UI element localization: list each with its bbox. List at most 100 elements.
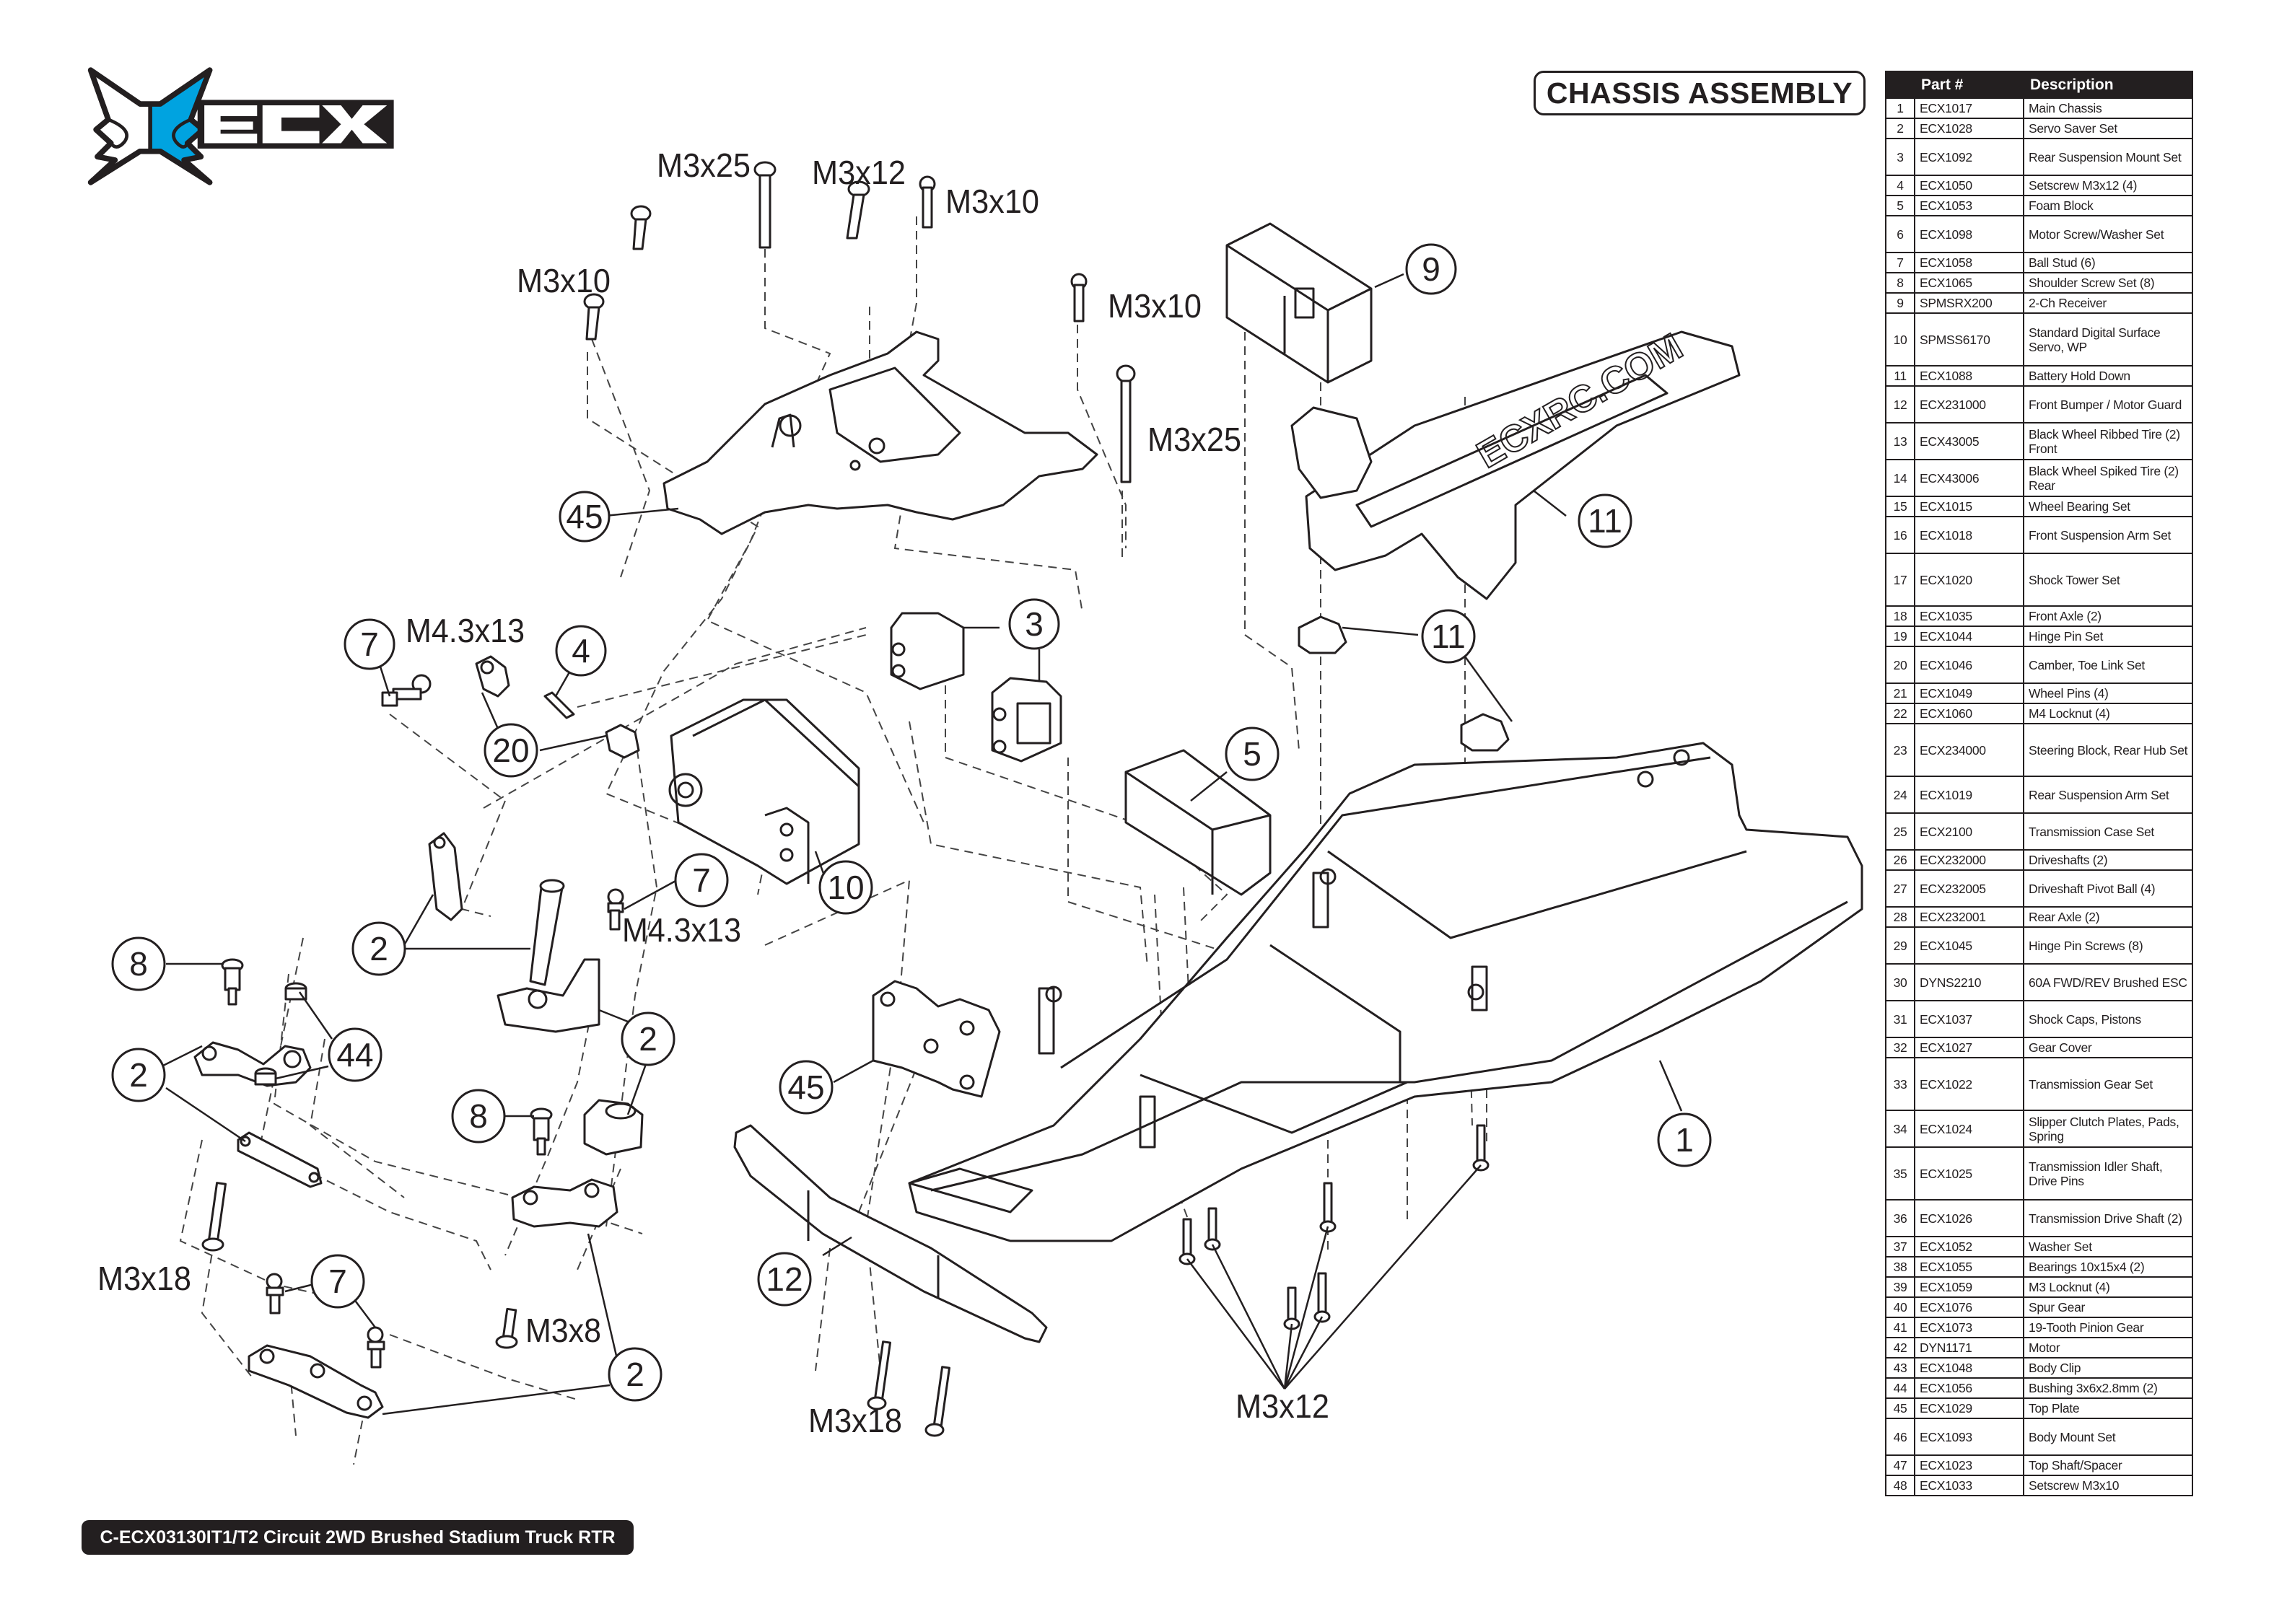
svg-text:7: 7 (692, 861, 711, 899)
part-number-cell: ECX232001 (1914, 906, 2024, 928)
screw-m3x10-left-upper (630, 205, 652, 250)
svg-text:5: 5 (1243, 735, 1261, 773)
item-number-cell: 46 (1885, 1418, 1915, 1456)
part-number-cell: ECX1048 (1914, 1357, 2024, 1379)
callout-2-bellcrank-upper: 2 (621, 1011, 675, 1066)
description-cell: Black Wheel Spiked Tire (2) Rear (2023, 459, 2193, 497)
item-number-cell: 23 (1885, 723, 1915, 777)
callout-9-receiver: 9 (1405, 243, 1457, 295)
screw-m3x18-left (201, 1182, 227, 1252)
rod-end-cap-part (605, 724, 640, 759)
screw-m3x10-left-lower (583, 293, 605, 341)
item-number-cell: 17 (1885, 553, 1915, 607)
item-number-cell: 38 (1885, 1256, 1915, 1278)
part-number-cell: ECX1049 (1914, 682, 2024, 704)
description-cell: Wheel Pins (4) (2023, 682, 2193, 704)
svg-text:7: 7 (328, 1263, 347, 1300)
hardware-label: M3x10 (517, 262, 611, 299)
part-number-cell: ECX1035 (1914, 605, 2024, 627)
description-cell: Transmission Case Set (2023, 812, 2193, 851)
part-number-cell: ECX1093 (1914, 1418, 2024, 1456)
item-number-cell: 4 (1885, 175, 1915, 196)
steering-rack-part (248, 1344, 384, 1419)
hardware-label: M3x10 (945, 183, 1039, 220)
svg-text:4: 4 (572, 632, 590, 670)
part-number-cell: ECX1052 (1914, 1236, 2024, 1257)
svg-text:2: 2 (639, 1020, 657, 1058)
item-number-cell: 5 (1885, 195, 1915, 216)
item-number-cell: 19 (1885, 626, 1915, 647)
top-plate-part (662, 330, 1098, 535)
callout-1-chassis: 1 (1657, 1112, 1712, 1167)
callout-7-ball-stud-upper: 7 (344, 618, 395, 670)
svg-text:1: 1 (1675, 1121, 1694, 1159)
screw-m3x12-top (846, 180, 870, 240)
callout-8-shoulder-screw-left: 8 (111, 936, 166, 991)
description-cell: M3 Locknut (4) (2023, 1276, 2193, 1298)
screw-m3x25-right (1116, 364, 1136, 483)
hardware-label: M3x18 (808, 1402, 902, 1439)
hardware-label: M3x25 (1147, 421, 1241, 458)
description-cell: Ball Stud (6) (2023, 252, 2193, 273)
ecx-emblem-icon (87, 67, 213, 185)
part-number-cell: ECX1017 (1914, 97, 2024, 119)
item-number-cell: 15 (1885, 496, 1915, 517)
item-number-cell: 1 (1885, 97, 1915, 119)
part-number-cell: ECX1026 (1914, 1199, 2024, 1237)
description-cell: Bearings 10x15x4 (2) (2023, 1256, 2193, 1278)
item-number-cell: 18 (1885, 605, 1915, 627)
part-number-cell: ECX1046 (1914, 646, 2024, 684)
description-cell: Top Shaft/Spacer (2023, 1454, 2193, 1476)
part-number-cell: DYN1171 (1914, 1337, 2024, 1359)
part-number-cell: ECX1073 (1914, 1317, 2024, 1338)
description-cell: Body Mount Set (2023, 1418, 2193, 1456)
screws-m3x18-bumper (867, 1340, 951, 1437)
description-cell: Black Wheel Ribbed Tire (2) Front (2023, 422, 2193, 460)
item-number-cell: 10 (1885, 312, 1915, 367)
description-cell: Front Axle (2) (2023, 605, 2193, 627)
description-cell: Shoulder Screw Set (8) (2023, 272, 2193, 294)
callout-45-front-plate: 45 (779, 1060, 834, 1115)
part-number-cell: ECX1092 (1914, 138, 2024, 176)
callout-4-setscrew: 4 (555, 625, 607, 677)
part-number-cell: ECX231000 (1914, 385, 2024, 423)
description-cell: Washer Set (2023, 1236, 2193, 1257)
item-number-cell: 45 (1885, 1397, 1915, 1419)
svg-text:45: 45 (787, 1068, 824, 1106)
item-number-cell: 12 (1885, 385, 1915, 423)
description-cell: Setscrew M3x12 (4) (2023, 175, 2193, 196)
rear-suspension-mount-lower (991, 677, 1062, 763)
part-number-cell: ECX234000 (1914, 723, 2024, 777)
footer-product-label: C-ECX03130IT1/T2 Circuit 2WD Brushed Sta… (82, 1520, 634, 1555)
item-number-cell: 22 (1885, 703, 1915, 724)
description-cell: Rear Axle (2) (2023, 906, 2193, 928)
description-cell: Bushing 3x6x2.8mm (2) (2023, 1377, 2193, 1399)
receiver-part (1225, 222, 1373, 384)
hardware-label: M3x18 (97, 1260, 191, 1297)
ball-stud-part-upper (381, 674, 432, 707)
item-number-cell: 29 (1885, 926, 1915, 965)
